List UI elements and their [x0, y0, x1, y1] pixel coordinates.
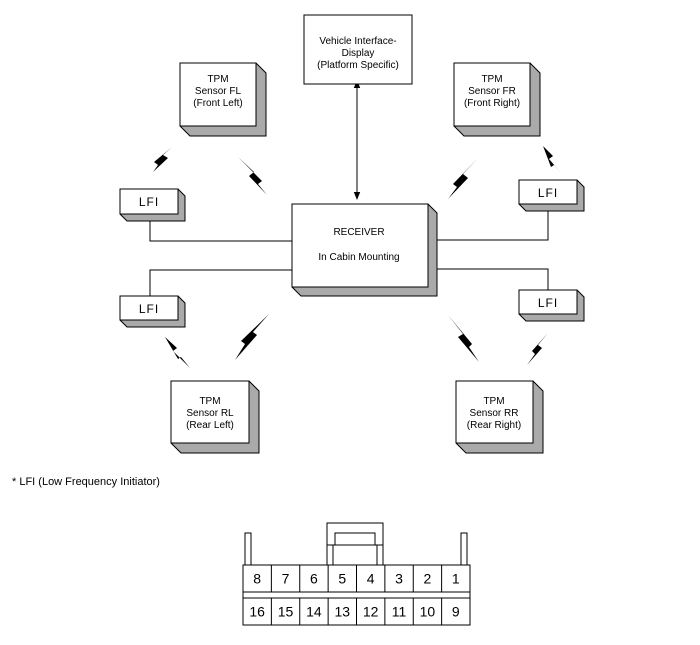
lfi-box-rl: LFI	[119, 295, 186, 328]
pin-number: 12	[363, 604, 379, 620]
svg-text:Vehicle Interface-: Vehicle Interface-	[319, 36, 396, 47]
sensor-rr-box: TPM Sensor RR (Rear Right)	[455, 380, 544, 454]
lfi-box-fr: LFI	[518, 179, 585, 212]
pin-number: 11	[392, 604, 407, 620]
sensor-rr-line-3: (Rear Right)	[467, 420, 521, 431]
sensor-rl-line-1: TPM	[199, 396, 220, 407]
sensor-rl-box: TPM Sensor RL (Rear Left)	[170, 380, 260, 454]
pin-number: 2	[424, 571, 432, 587]
interface-display-line-3: (Platform Specific)	[317, 60, 399, 71]
connector-latch-base	[332, 544, 378, 566]
wire-lfi-fr	[437, 210, 549, 241]
pin-number: 10	[420, 604, 436, 620]
receiver-subtitle: In Cabin Mounting	[318, 252, 399, 263]
lfi-footnote: * LFI (Low Frequency Initiator)	[12, 476, 160, 488]
lfi-label: LFI	[139, 302, 159, 316]
pin-number: 16	[249, 604, 265, 620]
wire-lfi-rr	[437, 268, 549, 290]
pin-number: 3	[395, 571, 403, 587]
lfi-box-rr: LFI	[518, 289, 585, 322]
receiver-title: RECEIVER	[333, 227, 384, 238]
svg-text:(Platform Specific): (Platform Specific)	[317, 60, 399, 71]
connector-latch-inner	[334, 532, 376, 546]
pin-number: 5	[338, 571, 346, 587]
wireless-icon	[448, 315, 479, 362]
interface-display-line-1: Vehicle Interface-	[319, 36, 396, 47]
lfi-box-fl: LFI	[119, 188, 186, 222]
sensor-rr-line-1: TPM	[483, 396, 504, 407]
sensor-fr-line-2: Sensor FR	[468, 86, 516, 97]
connector-post-left	[244, 532, 252, 566]
sensor-fl-line-1: TPM	[207, 74, 228, 85]
pin-number: 15	[278, 604, 294, 620]
pin-number: 7	[282, 571, 290, 587]
sensor-rl-line-2: Sensor RL	[186, 408, 234, 419]
wireless-icon	[153, 147, 172, 172]
pin-number: 4	[367, 571, 375, 587]
pin-number: 8	[253, 571, 261, 587]
wireless-links	[153, 146, 561, 368]
wireless-icon	[543, 146, 561, 173]
wireless-icon	[527, 333, 548, 365]
lfi-label: LFI	[139, 195, 159, 209]
wireless-icon	[238, 157, 267, 195]
wire-lfi-fl	[149, 220, 292, 242]
connector-pins: 8 7 6 5 4 3 2 1 16 15 14 13 12 11 10 9	[249, 565, 460, 625]
sensor-rl-line-3: (Rear Left)	[186, 420, 234, 431]
lfi-label: LFI	[538, 296, 558, 310]
interface-display-line-2: Display	[342, 48, 375, 59]
interface-display-box: Vehicle Interface- Display (Platform Spe…	[303, 14, 413, 85]
receiver-box: RECEIVER In Cabin Mounting	[291, 203, 438, 297]
pin-number: 13	[335, 604, 351, 620]
wireless-icon	[235, 314, 269, 360]
wireless-icon	[165, 337, 190, 368]
sensor-rr-line-2: Sensor RR	[470, 408, 519, 419]
sensor-fr-box: TPM Sensor FR (Front Right)	[453, 62, 541, 137]
sensor-fl-line-3: (Front Left)	[193, 98, 242, 109]
pin-number: 14	[306, 604, 322, 620]
pin-number: 6	[310, 571, 318, 587]
wireless-icon	[448, 158, 478, 199]
connector-post-right	[460, 532, 468, 566]
sensor-fl-line-2: Sensor FL	[195, 86, 242, 97]
sensor-fr-line-1: TPM	[481, 74, 502, 85]
pin-number: 1	[452, 571, 460, 587]
svg-text:Display: Display	[342, 48, 375, 59]
wire-lfi-rl	[149, 269, 292, 296]
pin-number: 9	[452, 604, 460, 620]
wiring	[149, 80, 549, 296]
sensor-fl-box: TPM Sensor FL (Front Left)	[179, 62, 267, 137]
sensor-fr-line-3: (Front Right)	[464, 98, 520, 109]
lfi-label: LFI	[538, 186, 558, 200]
